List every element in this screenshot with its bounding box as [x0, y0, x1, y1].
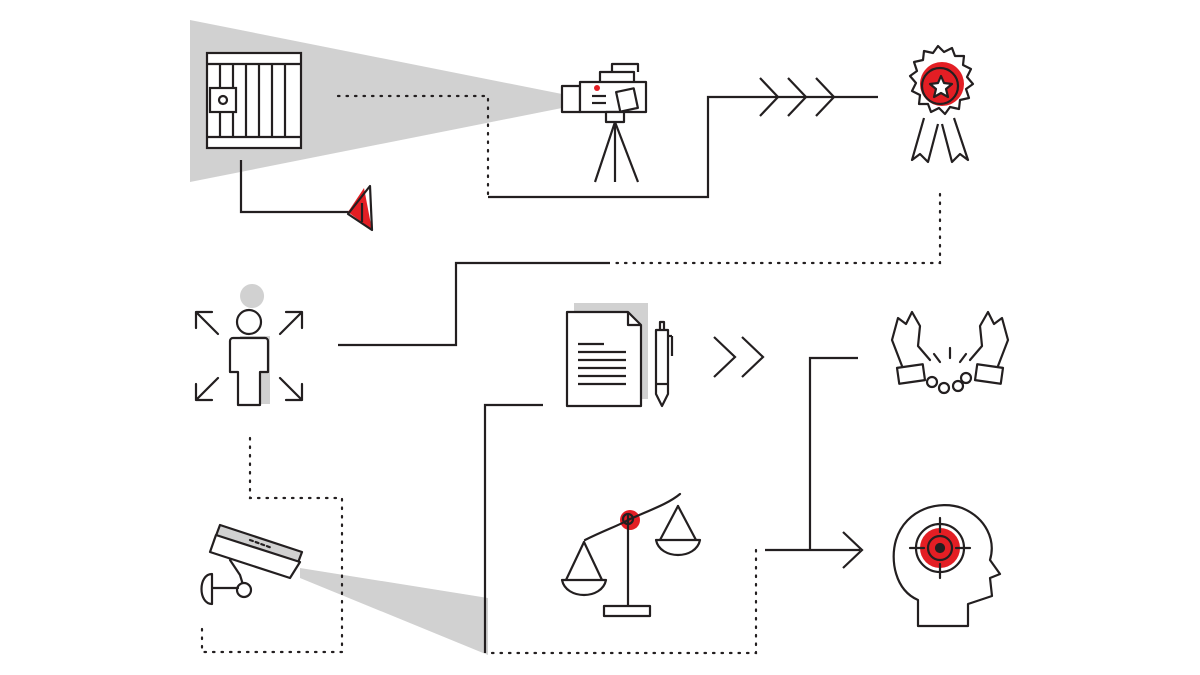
solid-connector — [338, 261, 610, 347]
video-camera-on-tripod-icon — [560, 62, 648, 183]
person-escaping-icon — [194, 284, 304, 407]
dotted-connector — [490, 548, 758, 655]
connectors — [200, 77, 942, 655]
arrow-connector — [765, 531, 864, 569]
double-chevron-icon — [713, 336, 765, 378]
solid-connector — [483, 403, 543, 653]
jail-cell-door-icon — [205, 51, 303, 150]
dotted-connector — [336, 94, 490, 197]
document-and-pen-icon — [565, 303, 674, 408]
scales-of-justice-icon — [560, 492, 702, 618]
camera-record-light — [594, 85, 600, 91]
security-camera-view-beam — [300, 568, 488, 655]
dotted-connector — [610, 192, 942, 265]
alarm-siren-icon — [346, 184, 374, 232]
solid-connector — [239, 160, 350, 214]
solid-connector — [488, 95, 878, 199]
head-with-target-icon — [892, 504, 1002, 628]
triple-chevron-icon — [759, 77, 836, 117]
award-rosette-icon — [908, 44, 975, 164]
security-camera-icon — [200, 523, 304, 606]
dotted-connector — [200, 436, 344, 654]
solid-connector — [808, 356, 858, 550]
broken-handcuffs-icon — [890, 310, 1010, 395]
